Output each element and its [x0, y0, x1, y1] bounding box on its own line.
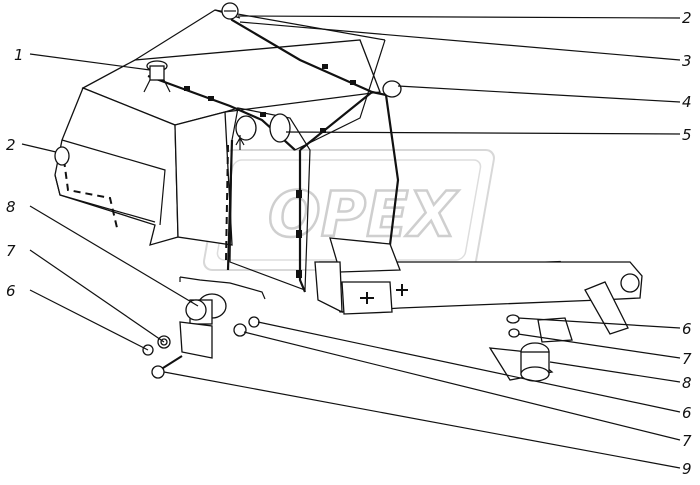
callout-7-right-b: 7 — [682, 432, 692, 450]
roof-lamp — [143, 60, 171, 93]
callout-1: 1 — [14, 46, 24, 64]
callout-9: 9 — [682, 460, 692, 478]
connector-5 — [235, 113, 291, 150]
right-bracket-assembly — [488, 314, 573, 382]
callout-4: 4 — [682, 93, 692, 111]
callout-5: 5 — [682, 126, 692, 144]
callout-3: 3 — [682, 52, 692, 70]
callout-2-top: 2 — [682, 9, 692, 27]
boom-arm — [314, 237, 643, 335]
hardware — [142, 316, 260, 379]
marker-lamp-left — [54, 146, 70, 166]
callout-6-right-a: 6 — [682, 320, 692, 338]
callout-6-left: 6 — [6, 282, 16, 300]
callout-2-left: 2 — [6, 136, 16, 154]
dimension-brace — [179, 276, 266, 300]
callout-7-left: 7 — [6, 242, 16, 260]
leader-lines — [21, 15, 681, 469]
signal-horn — [179, 293, 227, 359]
callout-6-right-b: 6 — [682, 404, 692, 422]
callout-7-right-a: 7 — [682, 350, 692, 368]
callouts: 2 3 4 5 1 2 8 7 6 6 7 8 6 7 9 — [6, 9, 692, 478]
lamp-4 — [382, 80, 402, 98]
callout-8-right: 8 — [682, 374, 692, 392]
callout-8-left: 8 — [6, 198, 16, 216]
watermark-text: OPEX — [268, 178, 459, 251]
marker-lamp-top — [221, 2, 239, 20]
